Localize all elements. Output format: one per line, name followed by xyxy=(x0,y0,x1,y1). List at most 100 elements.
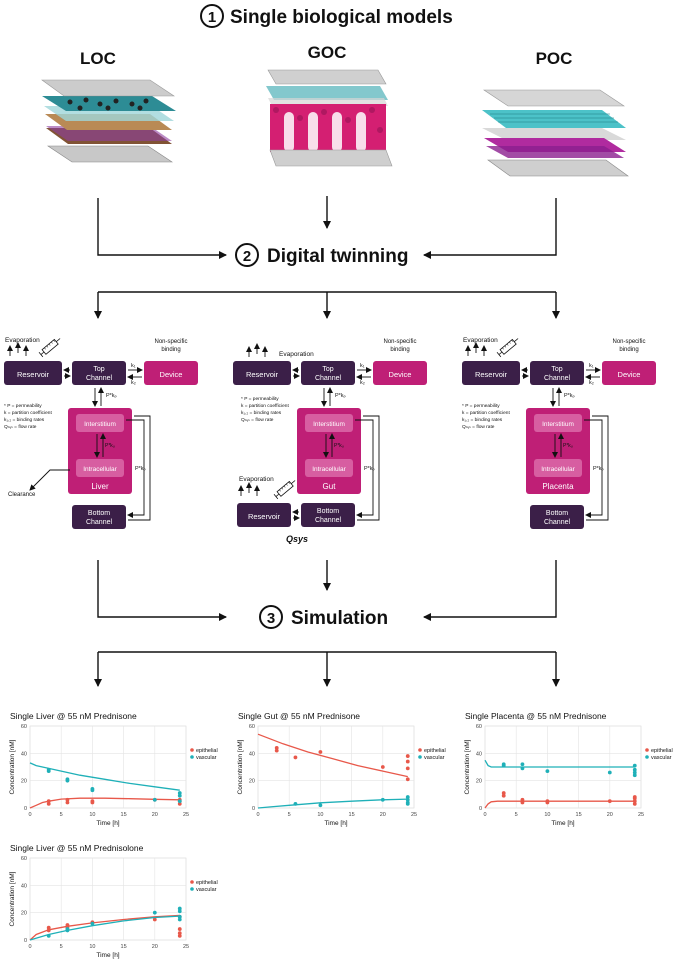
pku-label: P*kᵤ xyxy=(563,443,573,449)
y-tick-label: 40 xyxy=(249,751,255,757)
device-label: Device xyxy=(618,370,641,379)
step-2-circle xyxy=(235,243,259,267)
bottom-channel-node xyxy=(72,505,126,529)
data-point-vascular xyxy=(177,906,182,911)
data-point-vascular xyxy=(405,795,410,799)
x-tick-label: 10 xyxy=(89,812,95,818)
y-tick-label: 20 xyxy=(249,779,255,785)
x-tick-label: 0 xyxy=(256,812,259,818)
y-tick-label: 40 xyxy=(21,751,27,757)
evaporation-arrows xyxy=(465,342,487,356)
intracellular-node xyxy=(76,459,124,477)
x-tick-label: 10 xyxy=(544,812,550,818)
interstitium-node xyxy=(76,414,124,432)
flow-to-simulation xyxy=(97,560,557,621)
top-channel-node xyxy=(301,361,355,385)
qsys-label: Qsys xyxy=(286,534,308,544)
step-2-number: 2 xyxy=(243,248,251,265)
interstitium-label: Interstitium xyxy=(542,421,574,428)
top-channel-label-1: Top xyxy=(551,366,562,373)
legend-permeability: * P = permeability xyxy=(4,403,42,409)
fit-line-epithelial xyxy=(257,733,408,778)
data-point-vascular xyxy=(177,791,182,795)
data-point-vascular xyxy=(177,793,182,798)
bottom-evaporation-label: Evaporation xyxy=(239,476,274,483)
data-point-epithelial xyxy=(46,799,51,804)
loop-outer-connector xyxy=(584,419,603,518)
reservoir-label: Reservoir xyxy=(17,370,50,379)
data-point-vascular xyxy=(152,910,157,915)
evaporation-arrows xyxy=(246,343,268,357)
y-tick-label: 20 xyxy=(476,779,482,785)
legend-label-epithelial: epithelial xyxy=(196,748,218,754)
legend-flow-rate: Qₛᵧₛ = flow rate xyxy=(4,424,37,430)
loop-outer-connector xyxy=(126,419,145,518)
y-tick-label: 20 xyxy=(21,911,27,917)
top-channel-label-2: Channel xyxy=(86,375,113,382)
legend-key-vascular xyxy=(190,755,194,759)
y-tick-label: 20 xyxy=(21,779,27,785)
reservoir-label: Reservoir xyxy=(246,370,279,379)
data-point-vascular xyxy=(90,921,95,926)
x-tick-label: 25 xyxy=(183,944,189,950)
device-label: Device xyxy=(160,370,183,379)
data-point-epithelial xyxy=(274,745,279,750)
nonspecific-label-2: binding xyxy=(161,347,180,353)
data-point-epithelial xyxy=(520,797,525,802)
intracellular-label: Intracellular xyxy=(312,466,346,473)
data-point-epithelial xyxy=(65,797,70,802)
y-tick-label: 60 xyxy=(476,724,482,730)
x-tick-label: 25 xyxy=(183,812,189,818)
legend-key-epithelial xyxy=(645,748,649,752)
loop-inner-connector xyxy=(357,415,380,521)
data-point-vascular xyxy=(46,769,51,773)
organ-label: Gut xyxy=(323,482,337,491)
branch-to-twins xyxy=(94,291,560,319)
x-tick-label: 20 xyxy=(380,812,386,818)
y-axis-label: Concentration [nM] xyxy=(464,739,471,794)
k1-label: k₁ xyxy=(360,363,365,369)
data-point-epithelial xyxy=(632,802,637,806)
legend-flow-rate: Qₛᵧₛ = flow rate xyxy=(462,424,495,430)
data-point-epithelial xyxy=(90,800,95,805)
model-label-loc: LOC xyxy=(80,49,116,68)
loop-inner-connector xyxy=(586,415,609,521)
data-point-epithelial xyxy=(65,923,70,927)
data-point-epithelial xyxy=(152,917,157,922)
legend-key-epithelial xyxy=(190,748,194,752)
legend-label-vascular: vascular xyxy=(196,887,217,893)
step-1-circle xyxy=(200,4,224,28)
bottom-channel-label-1: Bottom xyxy=(546,510,568,517)
data-point-epithelial xyxy=(405,777,410,782)
intracellular-node xyxy=(534,459,582,477)
x-tick-label: 15 xyxy=(576,812,582,818)
data-point-vascular xyxy=(501,763,506,768)
data-point-epithelial xyxy=(65,800,70,805)
top-channel-label-1: Top xyxy=(93,366,104,373)
legend-binding: k₁,₂ = binding rates xyxy=(241,410,282,416)
top-channel-node xyxy=(530,361,584,385)
data-point-vascular xyxy=(405,802,410,806)
pkp-label-bottom: P*kₚ xyxy=(364,466,376,472)
pkp-label-bottom: P*kₚ xyxy=(135,466,147,472)
x-tick-label: 5 xyxy=(288,812,291,818)
syringe-icon xyxy=(496,338,519,358)
data-point-epithelial xyxy=(520,800,525,805)
legend-binding: k₁,₂ = binding rates xyxy=(462,417,503,423)
step-2-label: Digital twinning xyxy=(267,246,408,267)
x-tick-label: 20 xyxy=(607,812,613,818)
model-label-goc: GOC xyxy=(308,43,347,62)
fit-line-epithelial xyxy=(29,797,180,809)
data-point-epithelial xyxy=(501,793,506,798)
pku-label: P*kᵤ xyxy=(334,443,344,449)
y-axis-label: Concentration [nM] xyxy=(9,871,16,926)
x-axis-label: Time [h] xyxy=(96,820,119,827)
legend-label-epithelial: epithelial xyxy=(651,748,673,754)
data-point-epithelial xyxy=(501,791,506,795)
k2-label: k₂ xyxy=(589,380,594,386)
